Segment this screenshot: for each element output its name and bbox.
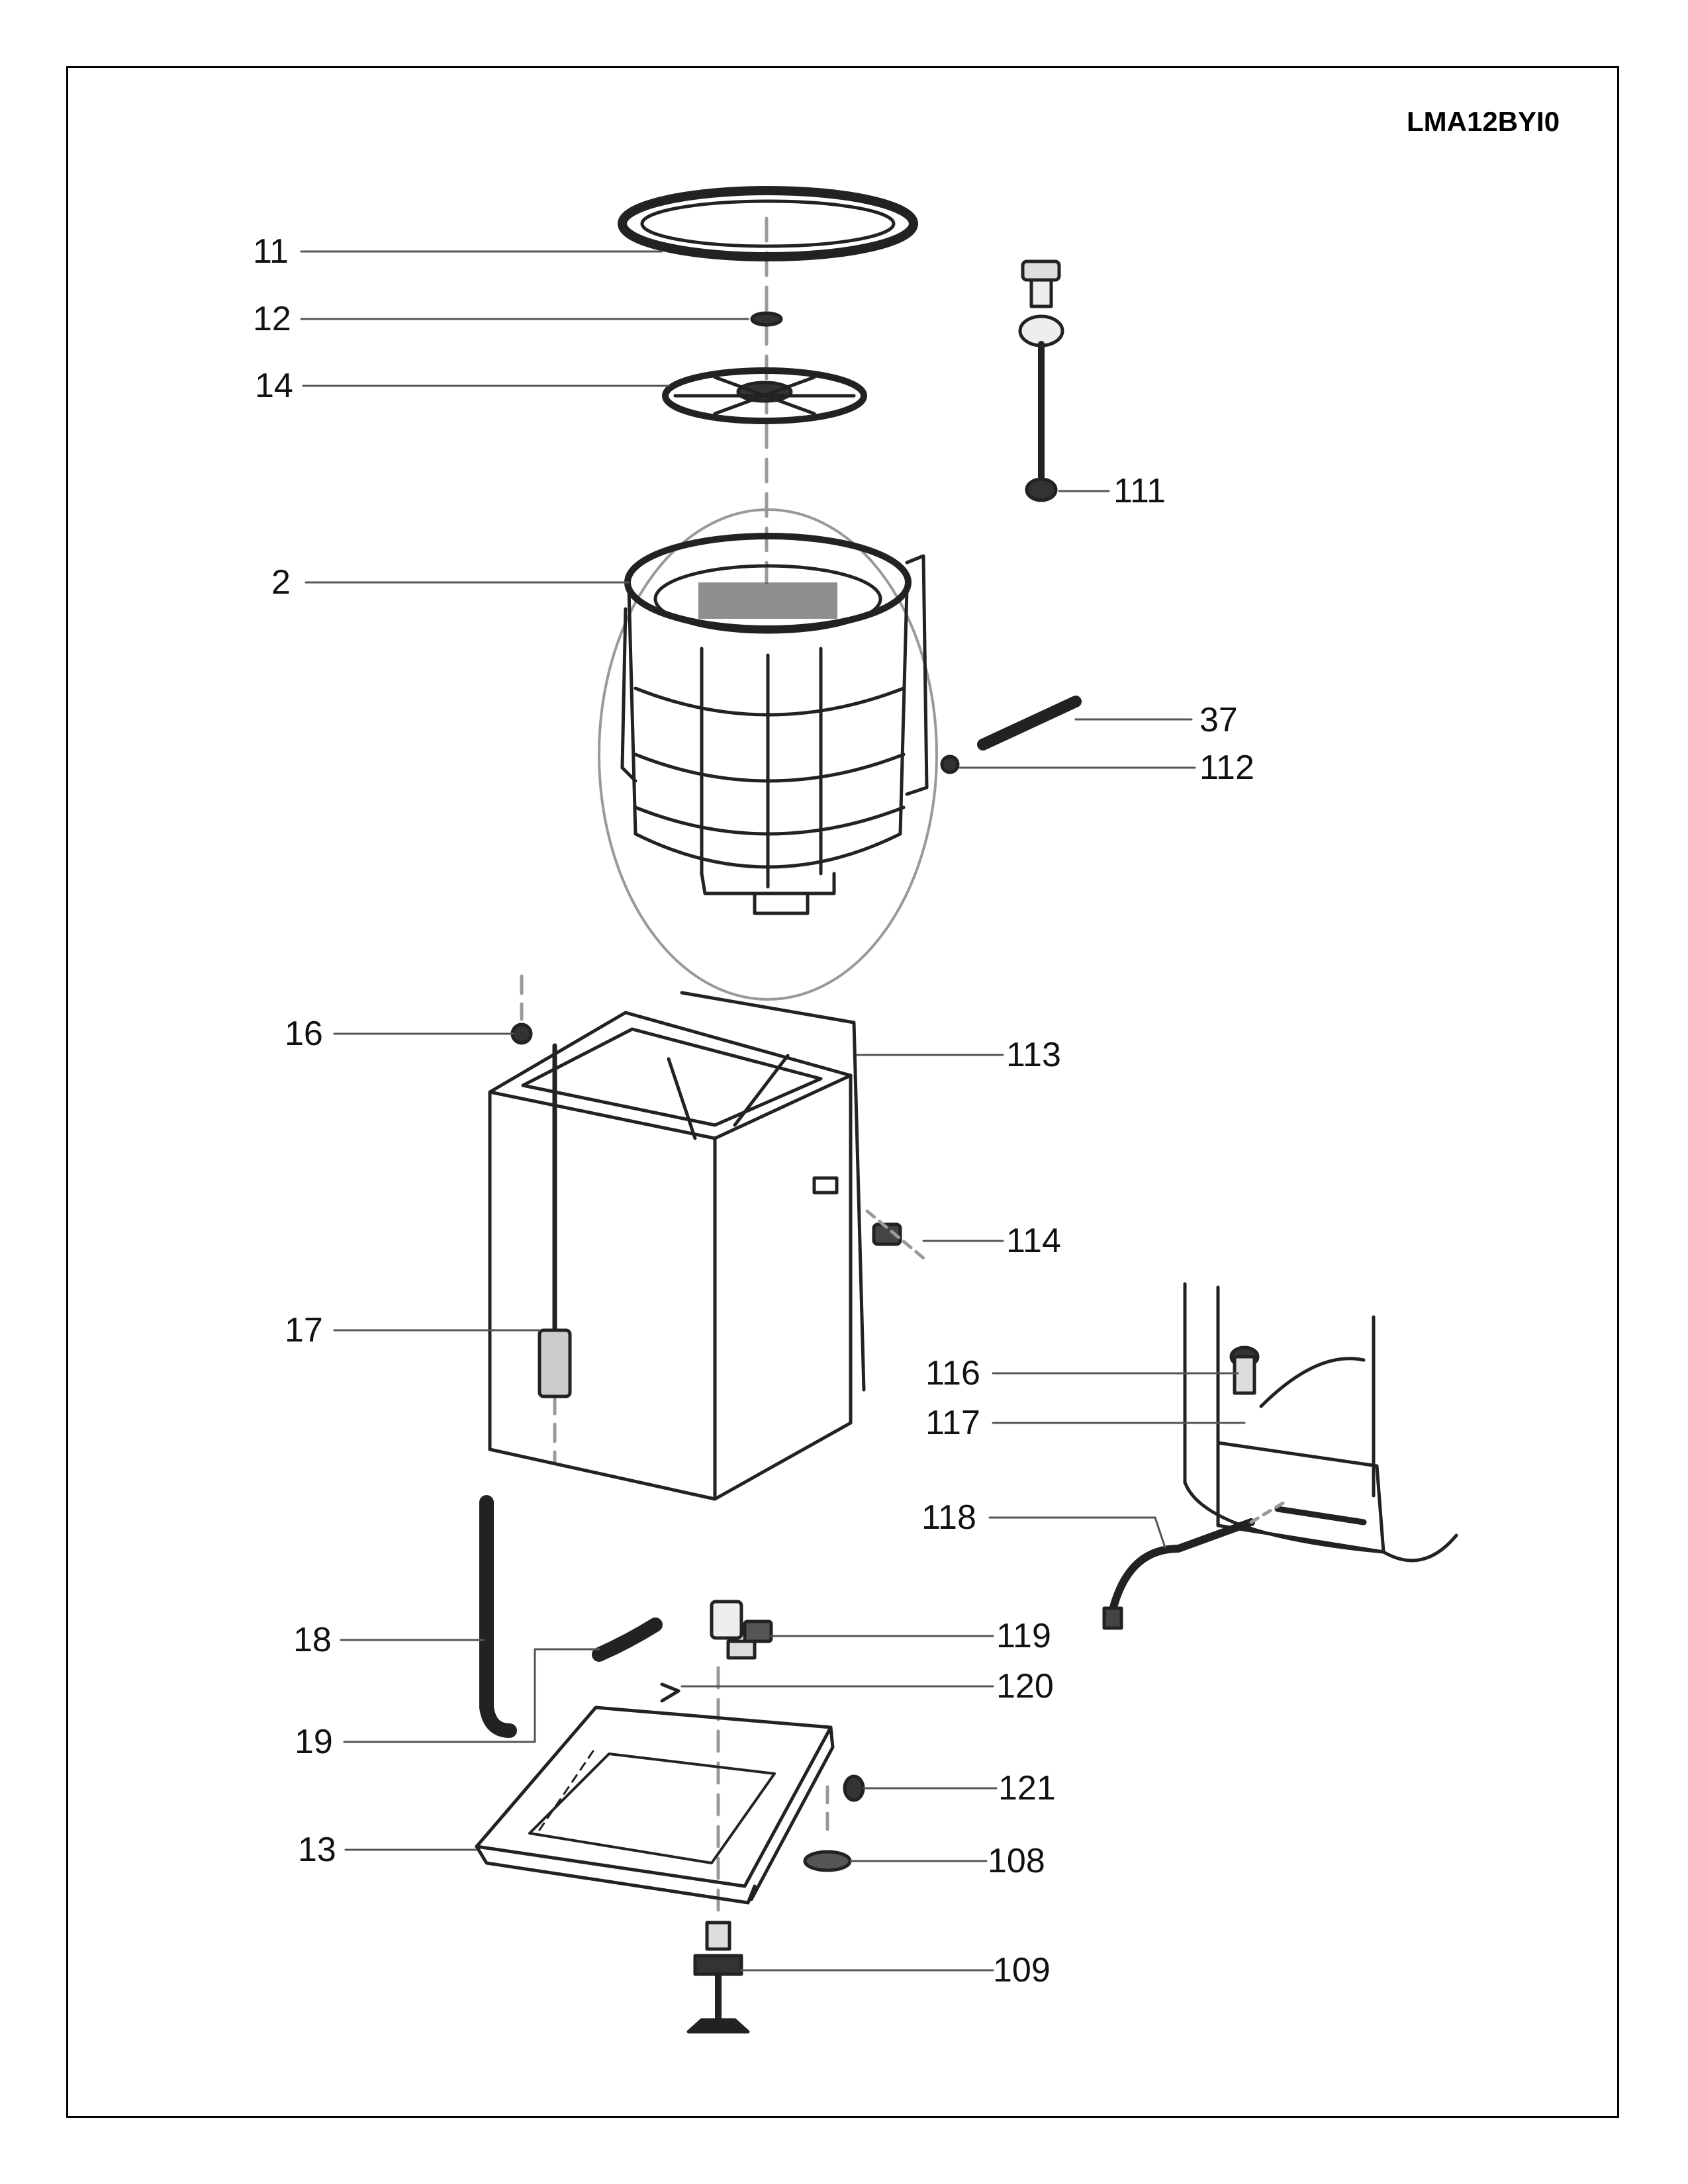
callout-2: 2 (271, 563, 291, 602)
part-11-ring (618, 186, 918, 261)
callout-19: 19 (295, 1723, 333, 1761)
part-111-suspension-rod (1018, 259, 1064, 502)
callout-13: 13 (298, 1831, 336, 1869)
callout-37: 37 (1199, 701, 1238, 739)
callout-112: 112 (1199, 749, 1254, 787)
part-118-hose (1102, 1500, 1286, 1630)
part-18-drain-hose (479, 1495, 517, 1738)
part-114-clip (865, 1209, 929, 1263)
part-109-leveling-leg (686, 1921, 750, 2034)
callout-108: 108 (988, 1842, 1045, 1880)
callout-18: 18 (293, 1621, 332, 1659)
part-112-screw (940, 754, 960, 774)
callout-12: 12 (253, 300, 291, 338)
callout-11: 11 (253, 232, 289, 271)
callout-17: 17 (285, 1311, 323, 1349)
part-121-ring (843, 1774, 865, 1802)
part-119-valve (710, 1600, 773, 1660)
model-number: LMA12BYI0 (1407, 106, 1560, 137)
callout-121: 121 (998, 1769, 1056, 1807)
leader-118b (1154, 1516, 1166, 1549)
part-108-foot (803, 1850, 852, 1872)
callout-14: 14 (255, 367, 293, 405)
part-13-base (475, 1706, 835, 1905)
part-14-plate (662, 367, 867, 424)
callout-120: 120 (996, 1667, 1054, 1706)
callout-113: 113 (1006, 1036, 1061, 1074)
part-12-nut (750, 311, 783, 327)
part-2-tub (598, 508, 938, 1001)
part-37-pin (977, 696, 1082, 751)
callout-111: 111 (1113, 472, 1166, 510)
callout-116: 116 (925, 1354, 980, 1392)
part-17-damper (538, 1043, 572, 1398)
callout-114: 114 (1006, 1222, 1061, 1260)
part-113-cabinet (488, 991, 866, 1501)
callout-119: 119 (996, 1617, 1051, 1655)
part-120-clip (660, 1682, 680, 1703)
part-19-elbow (592, 1617, 663, 1662)
part-16-nut (510, 1023, 533, 1045)
callout-109: 109 (993, 1951, 1051, 1989)
callout-16: 16 (285, 1015, 323, 1053)
leader-lines (300, 250, 1246, 1972)
diagram-frame (66, 66, 1619, 2118)
callout-118: 118 (921, 1498, 976, 1537)
callout-117: 117 (925, 1404, 980, 1442)
